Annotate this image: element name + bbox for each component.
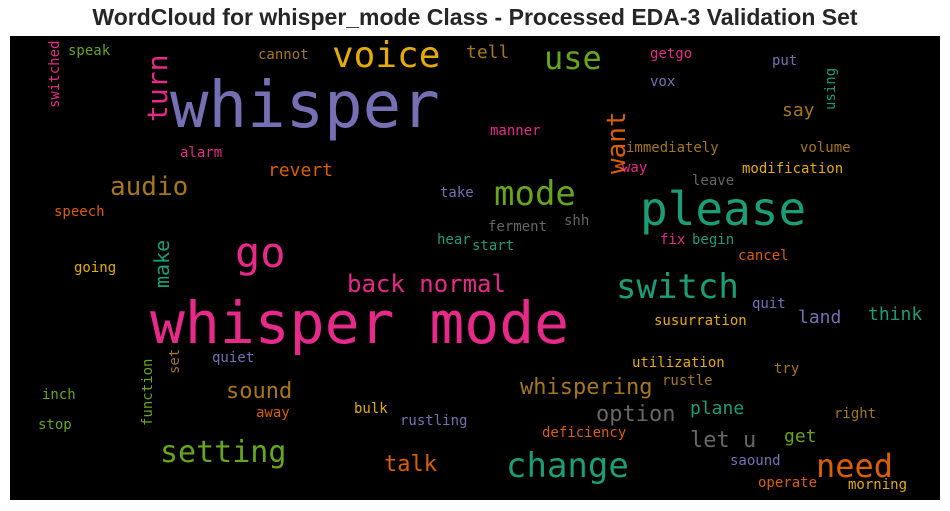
word-revert: revert <box>268 160 334 181</box>
word-let-u: let u <box>690 428 757 453</box>
word-go: go <box>235 228 286 277</box>
word-susurration: susurration <box>654 313 747 329</box>
word-land: land <box>798 307 842 328</box>
word-operate: operate <box>758 475 818 491</box>
word-whisper-mode: whisper mode <box>150 289 570 357</box>
word-morning: morning <box>848 477 908 493</box>
word-voice: voice <box>332 36 441 76</box>
word-mode: mode <box>494 174 576 214</box>
word-saound: saound <box>730 453 781 469</box>
word-hear: hear <box>437 232 471 248</box>
word-switch: switch <box>616 267 739 307</box>
word-volume: volume <box>800 140 851 156</box>
word-getgo: getgo <box>650 46 693 62</box>
word-cancel: cancel <box>738 248 789 264</box>
word-use: use <box>544 39 602 77</box>
word-quiet: quiet <box>212 350 255 366</box>
word-think: think <box>868 304 923 325</box>
word-get: get <box>784 426 817 447</box>
word-away: away <box>256 405 290 421</box>
word-inch: inch <box>42 387 76 403</box>
word-tell: tell <box>466 42 510 63</box>
word-function: function <box>140 358 156 426</box>
word-back-normal: back normal <box>347 270 506 298</box>
word-modification: modification <box>742 161 844 177</box>
word-using: using <box>823 67 839 110</box>
word-fix: fix <box>660 232 686 248</box>
word-manner: manner <box>490 123 541 139</box>
word-ferment: ferment <box>488 219 548 235</box>
word-begin: begin <box>692 232 735 248</box>
word-start: start <box>472 238 515 254</box>
word-take: take <box>440 185 474 201</box>
word-change: change <box>506 446 629 486</box>
word-utilization: utilization <box>632 355 725 371</box>
word-immediately: immediately <box>626 140 719 156</box>
word-whisper: whisper <box>170 69 440 143</box>
word-plane: plane <box>690 398 745 419</box>
word-right: right <box>834 406 877 422</box>
word-speech: speech <box>54 204 105 220</box>
word-need: need <box>816 447 894 485</box>
word-alarm: alarm <box>180 145 223 161</box>
word-stop: stop <box>38 417 72 433</box>
word-put: put <box>772 53 798 69</box>
word-speak: speak <box>68 43 111 59</box>
word-rustling: rustling <box>400 413 468 429</box>
word-audio: audio <box>110 172 189 202</box>
wordcloud-canvas: whisper mode whisper please voice change… <box>10 36 940 500</box>
word-vox: vox <box>650 74 676 90</box>
word-way: way <box>622 160 648 176</box>
chart-title: WordCloud for whisper_mode Class - Proce… <box>92 4 858 30</box>
word-rustle: rustle <box>662 373 713 389</box>
word-whispering: whispering <box>520 375 653 400</box>
word-option: option <box>596 402 676 427</box>
word-cannot: cannot <box>258 47 309 63</box>
word-try: try <box>774 361 800 377</box>
word-make: make <box>150 239 174 288</box>
word-say: say <box>782 100 815 121</box>
word-switched: switched <box>47 40 63 108</box>
word-talk: talk <box>384 452 437 477</box>
word-quit: quit <box>752 296 786 312</box>
word-please: please <box>640 182 807 236</box>
word-deficiency: deficiency <box>542 425 627 441</box>
word-shh: shh <box>564 213 590 229</box>
word-sound: sound <box>226 379 293 404</box>
word-going: going <box>74 260 117 276</box>
word-bulk: bulk <box>354 401 388 417</box>
word-leave: leave <box>692 173 735 189</box>
word-turn: turn <box>141 54 174 122</box>
word-set: set <box>167 348 183 374</box>
word-setting: setting <box>160 435 287 470</box>
